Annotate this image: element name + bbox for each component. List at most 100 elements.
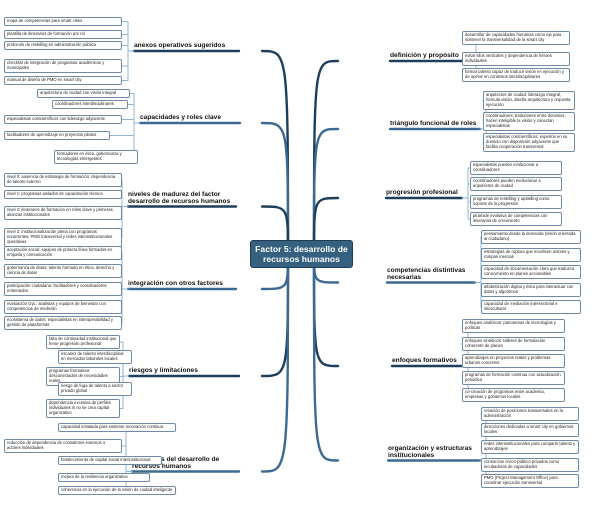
leaf-desarrollar-de-capacidades-humanas-como-[interactable]: desarrollar de capacidades humanas como … xyxy=(462,31,570,45)
branch-integracion-con-otros-factores[interactable]: integración con otros factores xyxy=(128,280,223,287)
leaf-label: co-creación de programas entre academia,… xyxy=(465,389,545,399)
leaf-label: arquitectura de ciudad con visión integr… xyxy=(40,90,117,95)
leaf-label: arquitectos de ciudad: liderazgo integra… xyxy=(486,92,571,107)
leaf-redes-interinstitucionales-para-comparti[interactable]: redes interinstitucionales para comparti… xyxy=(481,440,579,454)
leaf-estrategias-de-ruptura-que-movilicen-act[interactable]: estrategias de ruptura que movilicen act… xyxy=(481,248,581,262)
leaf-especialistas-costcientificos-con-lidera[interactable]: especialistas costcientíficos con lidera… xyxy=(4,115,122,124)
leaf-pmo-project-management-office-para-coord[interactable]: PMO (Project Management Office) para coo… xyxy=(481,474,579,488)
leaf-coordinadores-pueden-evolucionar-a-arqui[interactable]: coordinadores pueden evolucionar a arqui… xyxy=(470,177,562,191)
leaf-direcciones-dedicadas-a-smart-city-en-go[interactable]: direcciones dedicadas a smart city en go… xyxy=(481,423,579,437)
leaf-evitar-silos-verticales-y-dependencia-de[interactable]: evitar silos verticales y dependencia de… xyxy=(462,52,570,66)
leaf-arquitectos-de-ciudad-liderazgo-integral[interactable]: arquitectos de ciudad: liderazgo integra… xyxy=(483,91,575,110)
leaf-label: programas de reskilling y upskilling com… xyxy=(473,196,550,206)
leaf-protocolo-de-reskilling-en-administracio[interactable]: protocolo de reskilling en administració… xyxy=(4,41,122,50)
leaf-falta-de-continuidad-institucional-que-f[interactable]: falta de continuidad institucional que f… xyxy=(46,335,120,349)
leaf-label: direcciones dedicadas a smart city en go… xyxy=(484,424,574,434)
leaf-coordinadores-interdisciplinares[interactable]: coordinadores interdisciplinares xyxy=(52,100,128,109)
leaf-label: facilitadores de aprendizaje en proyecto… xyxy=(7,132,97,137)
leaf-label: capacidad de documentación clara que tra… xyxy=(484,266,575,276)
branch-enfoques-formativos[interactable]: enfoques formativos xyxy=(392,357,457,364)
trunk-left-5 xyxy=(260,252,290,473)
leaf-alfabetizacion-digital-y-etica-para-inte[interactable]: alfabetización digital y ética para inte… xyxy=(481,283,581,297)
leaf-capacidad-de-documentacion-clara-que-tra[interactable]: capacidad de documentación clara que tra… xyxy=(481,265,581,279)
leaf-co-creacion-de-programas-entre-academia-[interactable]: co-creación de programas entre academia,… xyxy=(462,388,565,402)
leaf-enfoques-analiticos-panoramas-de-tecnolo[interactable]: enfoques analíticos: panoramas de tecnol… xyxy=(462,319,565,333)
leaf-label: mapa de competencias para smart cities xyxy=(7,18,83,23)
branch-beneficios-del-desarrollo-de-recursos-hu[interactable]: beneficios del desarrollo de recursos hu… xyxy=(132,455,220,471)
leaf-arquitectura-de-ciudad-con-vision-integr[interactable]: arquitectura de ciudad con visión integr… xyxy=(37,89,130,98)
leaf-nivel-0-ausencia-de-estrategia-de-formac[interactable]: nivel 0: ausencia de estrategia de forma… xyxy=(4,173,122,187)
leaf-consorcios-civico-publico-privados-como-[interactable]: consorcios cívico-público-privados como … xyxy=(481,458,579,472)
leaf-link-left-2-2 xyxy=(121,206,129,214)
leaf-aceptacion-social-equipos-de-primera-lin[interactable]: aceptación social: equipos de primera lí… xyxy=(4,246,122,260)
leaf-label: gobernanza de datos: talento formado en … xyxy=(7,265,115,275)
leaf-label: nivel 1: programas aislados de capacitac… xyxy=(7,191,103,196)
leaf-mapa-de-competencias-para-smart-cities[interactable]: mapa de competencias para smart cities xyxy=(4,17,122,26)
leaf-coordinadores-traductores-entre-dominios[interactable]: coordinadores: traductores entre dominio… xyxy=(483,112,575,131)
leaf-formadores-en-etica-gobernanza-y-tecnolo[interactable]: formadores en ética, gobernanza y tecnol… xyxy=(54,150,138,164)
leaf-reduccion-de-dependencia-de-consultores-[interactable]: reducción de dependencia de consultores … xyxy=(4,439,122,453)
leaf-label: alfabetización digital y ética para inte… xyxy=(484,284,574,294)
leaf-participacion-ciudadana-facilitadores-y-[interactable]: participación ciudadana: facilitadores y… xyxy=(4,282,122,296)
leaf-dependencia-excesiva-de-perfiles-individ[interactable]: dependencia excesiva de perfiles individ… xyxy=(46,399,120,418)
leaf-label: enfoques analíticos: panoramas de tecnol… xyxy=(465,320,557,330)
leaf-formar-talento-capaz-de-traducir-vision-[interactable]: formar talento capaz de traducir visión … xyxy=(462,68,570,82)
branch-progresion-profesional[interactable]: progresión profesional xyxy=(386,189,458,196)
leaf-label: programas formativos desconectados de ne… xyxy=(49,368,108,383)
leaf-label: especialistas costcientíficos: expertos … xyxy=(486,134,568,149)
leaf-evaluacion-gyl-analistas-y-equipos-de-bi[interactable]: evaluación GyL: analistas y equipos de b… xyxy=(4,300,122,314)
leaf-label: dependencia excesiva de perfiles individ… xyxy=(49,400,111,415)
leaf-label: protocolo de reskilling en administració… xyxy=(7,42,96,47)
branch-organizacion-y-estructuras-institucional[interactable]: organización y estructuras institucional… xyxy=(388,444,472,460)
leaf-nivel-3-institucionalizacion-plena-con-p[interactable]: nivel 3: institucionalización plena con … xyxy=(4,228,122,247)
leaf-especialistas-pueden-evolucionar-a-coord[interactable]: especialistas pueden evolucionar a coord… xyxy=(470,161,562,175)
leaf-coherencia-en-la-ejecucion-de-la-vision-[interactable]: coherencia en la ejecución de la visión … xyxy=(58,486,176,495)
leaf-label: plantilla de itinerarios de formación po… xyxy=(7,31,85,36)
leaf-gobernanza-de-datos-talento-formado-en-e[interactable]: gobernanza de datos: talento formado en … xyxy=(4,264,122,278)
leaf-creacion-de-posiciones-transversales-en-[interactable]: creación de posiciones transversales en … xyxy=(481,407,579,421)
branch-triangulo-funcional-de-roles[interactable]: triángulo funcional de roles xyxy=(390,120,477,127)
leaf-aprendizajes-en-proyectos-reales-y-probl[interactable]: aprendizajes en proyectos reales y probl… xyxy=(462,354,565,368)
leaf-pensamiento-desde-la-demanda-vision-orie[interactable]: pensamiento desde la demanda (visión ori… xyxy=(481,230,581,244)
leaf-programas-de-formacion-continua-con-actu[interactable]: programas de formación continua con actu… xyxy=(462,371,565,385)
leaf-link-right-2-2 xyxy=(461,197,471,203)
leaf-enfoques-sinteticos-talleres-de-formulac[interactable]: enfoques sintéticos: talleres de formula… xyxy=(462,337,565,351)
leaf-programas-de-reskilling-y-upskilling-com[interactable]: programas de reskilling y upskilling com… xyxy=(470,195,562,209)
leaf-ecosistema-de-datos-especialistas-en-int[interactable]: ecosistema de datos: especialistas en in… xyxy=(4,316,122,330)
leaf-piramide-evolutiva-de-competencias-con-i[interactable]: pirámide evolutiva de competencias con i… xyxy=(470,212,562,226)
leaf-label: capacidad instalada para sostener innova… xyxy=(61,424,163,429)
leaf-link-left-1-0 xyxy=(129,93,141,124)
trunk-right-1 xyxy=(312,127,340,256)
leaf-riesgo-de-fuga-de-talento-a-sector-priva[interactable]: riesgo de fuga de talento a sector priva… xyxy=(58,382,132,396)
leaf-plantilla-de-itinerarios-de-formacion-po[interactable]: plantilla de itinerarios de formación po… xyxy=(4,30,122,39)
leaf-label: riesgo de fuga de talento a sector priva… xyxy=(61,383,124,393)
trunk-left-1 xyxy=(260,121,290,256)
leaf-label: aceptación social: equipos de primera lí… xyxy=(7,247,112,257)
leaf-facilitadores-de-aprendizaje-en-proyecto[interactable]: facilitadores de aprendizaje en proyecto… xyxy=(4,131,110,140)
leaf-link-left-0-2 xyxy=(121,45,135,52)
leaf-nivel-1-programas-aislados-de-capacitaci[interactable]: nivel 1: programas aislados de capacitac… xyxy=(4,190,122,199)
leaf-capacidad-instalada-para-sostener-innova[interactable]: capacidad instalada para sostener innova… xyxy=(58,423,176,432)
leaf-link-left-3-3 xyxy=(121,288,129,308)
branch-competencias-distintivas-necesarias[interactable]: competencias distintivas necesarias xyxy=(387,266,466,282)
branch-capacidades-y-roles-clave[interactable]: capacidades y roles clave xyxy=(140,114,222,121)
leaf-checklist-de-integracion-de-programas-ac[interactable]: checklist de integración de programas ac… xyxy=(4,59,122,73)
leaf-label: fortalecimiento de capital social interi… xyxy=(61,457,151,462)
branch-riesgos-y-limitaciones[interactable]: riesgos y limitaciones xyxy=(129,367,198,374)
branch-anexos-operativos-sugeridos[interactable]: anexos operativos sugeridos xyxy=(134,42,226,49)
leaf-label: nivel 0: ausencia de estrategia de forma… xyxy=(7,174,116,184)
leaf-label: manual de diseño de PMO en smart city xyxy=(7,77,82,82)
leaf-manual-de-diseno-de-pmo-en-smart-city[interactable]: manual de diseño de PMO en smart city xyxy=(4,76,122,85)
leaf-capacidad-de-mediacion-intersectorial-e-[interactable]: capacidad de mediación intersectorial e … xyxy=(481,300,581,314)
leaf-especialistas-costcientificos-expertos-e[interactable]: especialistas costcientíficos: expertos … xyxy=(483,133,575,152)
leaf-nivel-2-itinerarios-de-formacion-en-role[interactable]: nivel 2: itinerarios de formación en rol… xyxy=(4,206,122,220)
leaf-label: pirámide evolutiva de competencias con i… xyxy=(473,213,548,223)
central-topic[interactable]: Factor 5: desarrollo de recursos humanos xyxy=(250,240,353,268)
branch-definicion-y-proposito[interactable]: definición y propósito xyxy=(390,52,459,59)
trunk-right-4 xyxy=(312,252,340,368)
leaf-mejora-de-la-resiliencia-organizativa[interactable]: mejora de la resiliencia organizativa xyxy=(58,473,150,482)
leaf-label: nivel 2: itinerarios de formación en rol… xyxy=(7,207,113,217)
leaf-escasez-de-talento-interdisciplinar-en-m[interactable]: escasez de talento interdisciplinar en m… xyxy=(58,350,132,364)
branch-niveles-de-madurez-del-factor-desarrollo[interactable]: niveles de madurez del factor desarrollo… xyxy=(128,190,231,206)
leaf-fortalecimiento-de-capital-social-interi[interactable]: fortalecimiento de capital social interi… xyxy=(58,456,162,465)
